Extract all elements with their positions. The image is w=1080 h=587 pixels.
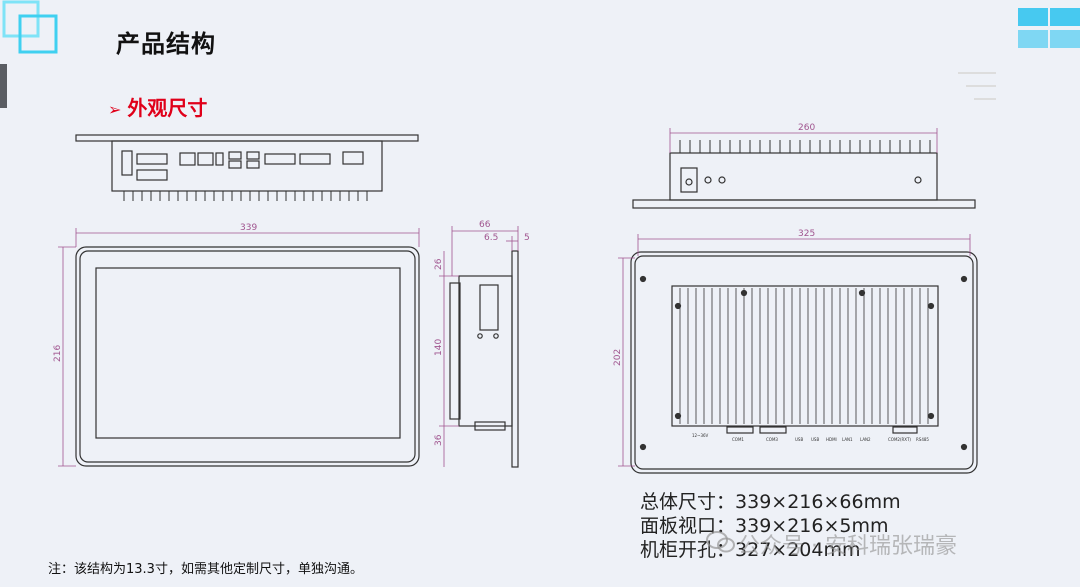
page-title: 产品结构: [116, 30, 216, 58]
wechat-icon: [706, 531, 735, 553]
dim-side-panel: 5: [524, 233, 530, 243]
port-label: LAN2: [860, 437, 871, 442]
spec-value: 327×204mm: [735, 539, 861, 561]
port-label: USB: [795, 437, 803, 442]
spec-value: 339×216×66mm: [735, 491, 901, 513]
spec-panel-view: 面板视口：339×216×5mm: [640, 514, 901, 538]
spec-label: 总体尺寸：: [640, 491, 736, 513]
dim-back-width: 325: [798, 229, 815, 239]
spec-label: 面板视口：: [640, 515, 736, 537]
front-view: [75, 246, 420, 467]
dim-side-bottom: 36: [434, 434, 444, 446]
top-left-bottom-view: [75, 134, 419, 201]
port-label: USB: [811, 437, 819, 442]
footnote: 注：该结构为13.3寸，如需其他定制尺寸，单独沟通。: [48, 562, 363, 577]
dim-top-right-width: 260: [798, 123, 815, 133]
dim-side-top: 26: [434, 258, 444, 270]
watermark: 公众号 · 安科瑞张瑞豪: [738, 534, 957, 559]
section-title-text: 外观尺寸: [127, 96, 208, 120]
port-label: RS485: [916, 437, 929, 442]
dim-front-width: 339: [240, 223, 257, 233]
port-label: COM1: [732, 437, 744, 442]
dim-side-mid: 140: [434, 339, 444, 356]
port-label: HDMI: [826, 437, 837, 442]
triangle-right-icon: ➢: [108, 100, 122, 119]
left-accent-bar: [0, 64, 7, 108]
dim-side-depth: 66: [479, 220, 491, 230]
spec-label: 机柜开孔：: [640, 539, 736, 561]
side-view: [449, 250, 519, 468]
dim-side-offset: 6.5: [484, 233, 498, 243]
corner-decoration-tiles: [1018, 8, 1080, 48]
top-right-side-view: [632, 140, 976, 209]
port-label: COM2(RXT): [888, 437, 911, 442]
port-label: 12~36V: [692, 433, 709, 438]
spec-overall-size: 总体尺寸：339×216×66mm: [640, 490, 901, 514]
port-label: LAN1: [842, 437, 853, 442]
back-view: [630, 251, 978, 474]
section-title: ➢ 外观尺寸: [108, 92, 207, 121]
spec-value: 339×216×5mm: [735, 515, 889, 537]
port-label: COM3: [766, 437, 778, 442]
spec-cabinet-cutout: 机柜开孔：327×204mm: [640, 538, 901, 562]
corner-decoration-squares: [2, 0, 58, 54]
lines-decoration: [958, 72, 996, 100]
dim-back-height: 202: [613, 349, 623, 366]
dim-front-height: 216: [53, 345, 63, 362]
spec-list: 总体尺寸：339×216×66mm 面板视口：339×216×5mm 机柜开孔：…: [640, 490, 901, 562]
